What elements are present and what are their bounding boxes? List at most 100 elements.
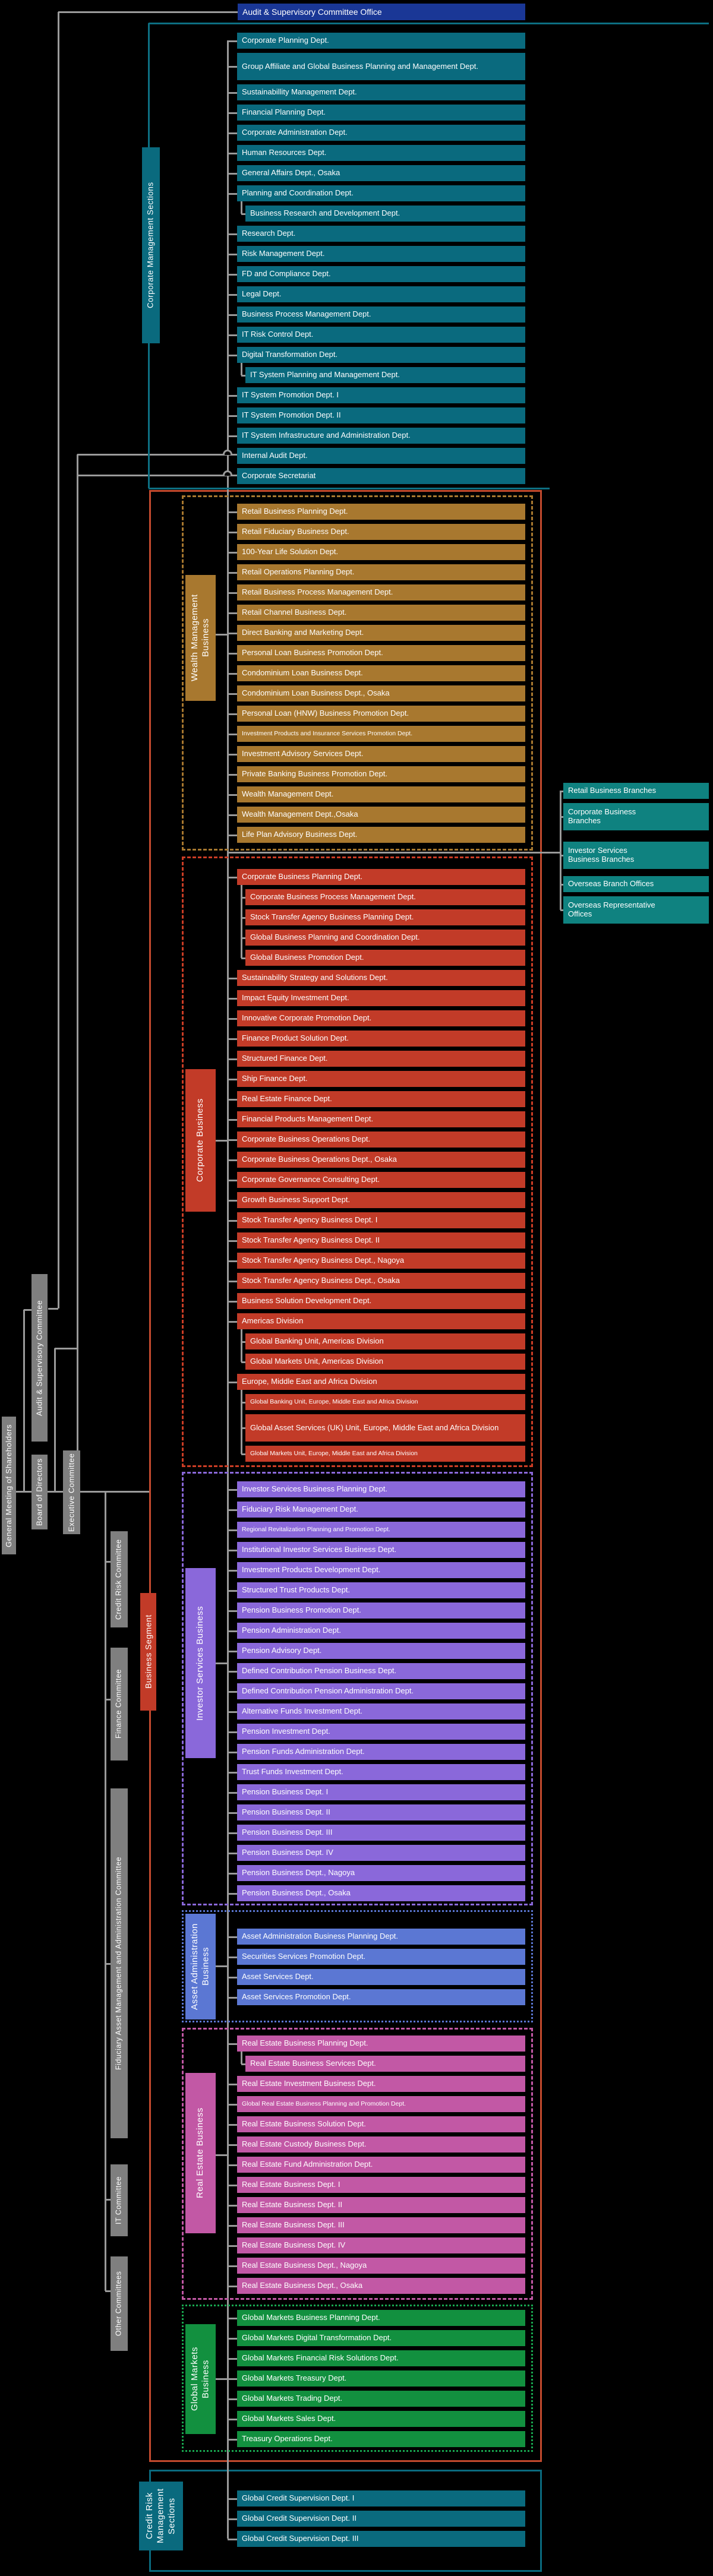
audit-supervisory-committee-office-box: Audit & Supervisory Committee Office xyxy=(238,4,525,20)
connector-line xyxy=(228,1651,237,1652)
connector-line xyxy=(228,1731,237,1733)
connector-line xyxy=(228,2043,237,2045)
dept-box: Business Research and Development Dept. xyxy=(245,206,525,222)
section-label-corporate-business: Corporate Business xyxy=(185,1069,216,1212)
governance-box-general-meeting-of-shareholders: General Meeting of Shareholders xyxy=(2,1417,16,1554)
connector-line xyxy=(228,2439,237,2441)
connector-line xyxy=(228,572,237,574)
dept-box: Pension Funds Administration Dept. xyxy=(237,1744,525,1760)
connector-line xyxy=(228,1509,237,1511)
dept-box: Corporate Business Process Management De… xyxy=(245,889,525,905)
dept-box: Pension Business Promotion Dept. xyxy=(237,1603,525,1619)
dept-box: Corporate Governance Consulting Dept. xyxy=(237,1172,525,1188)
dept-box: Fiduciary Risk Management Dept. xyxy=(237,1502,525,1518)
dept-box: Finance Product Solution Dept. xyxy=(237,1031,525,1047)
dept-box: Corporate Business Operations Dept. xyxy=(237,1131,525,1148)
dept-box: Pension Administration Dept. xyxy=(237,1623,525,1639)
connector-line xyxy=(228,1038,237,1040)
connector-line xyxy=(58,12,59,1308)
connector-line xyxy=(228,2084,237,2085)
connector-line xyxy=(105,1963,111,1965)
line-hop-arc xyxy=(223,470,232,476)
connector-line xyxy=(77,475,237,476)
connector-line xyxy=(228,2225,237,2227)
connector-line xyxy=(228,2378,237,2380)
committee-box: Other Committees xyxy=(111,2256,128,2351)
dept-box: Financial Planning Dept. xyxy=(237,105,525,121)
section-label-investor-services: Investor Services Business xyxy=(185,1568,216,1758)
dept-box: Personal Loan (HNW) Business Promotion D… xyxy=(237,706,525,722)
connector-line xyxy=(216,1662,228,1664)
connector-line xyxy=(228,2164,237,2166)
dept-box: Investment Products and Insurance Servic… xyxy=(237,726,525,742)
dept-box: Structured Trust Products Dept. xyxy=(237,1582,525,1598)
dept-box: Pension Business Dept., Osaka xyxy=(237,1885,525,1901)
connector-line xyxy=(228,734,237,735)
dept-box: Group Affiliate and Global Business Plan… xyxy=(237,53,525,80)
dept-box: Sustainabillity Management Dept. xyxy=(237,84,525,100)
dept-box: Stock Transfer Agency Business Planning … xyxy=(245,909,525,925)
connector-line xyxy=(228,1281,237,1282)
connector-line xyxy=(228,511,237,513)
section-frame-asset-administration xyxy=(182,1910,533,2022)
connector-line xyxy=(228,2265,237,2267)
dept-box: Real Estate Fund Administration Dept. xyxy=(237,2157,525,2173)
dept-box: Direct Banking and Marketing Dept. xyxy=(237,625,525,641)
connector-line xyxy=(241,1453,245,1455)
section-label-global-markets: Global Markets Business xyxy=(185,2324,216,2434)
dept-box: Corporate Secretariat xyxy=(237,468,525,484)
dept-box: Alternative Funds Investment Dept. xyxy=(237,1703,525,1720)
connector-line xyxy=(228,1382,237,1383)
connector-line xyxy=(228,1550,237,1551)
connector-line xyxy=(241,375,245,377)
connector-line xyxy=(228,1099,237,1101)
dept-box: Real Estate Finance Dept. xyxy=(237,1091,525,1107)
dept-box: Global Markets Digital Transformation De… xyxy=(237,2330,525,2346)
dept-box: Global Markets Sales Dept. xyxy=(237,2411,525,2427)
connector-line xyxy=(228,1957,237,1958)
branch-box: Corporate Business Branches xyxy=(563,803,709,830)
connector-line xyxy=(216,2154,228,2156)
connector-line xyxy=(77,454,237,456)
dept-box: Corporate Business Operations Dept., Osa… xyxy=(237,1152,525,1168)
governance-box-executive-committee: Executive Committee xyxy=(63,1450,80,1534)
dept-box: Corporate Administration Dept. xyxy=(237,125,525,141)
dept-box: Institutional Investor Services Business… xyxy=(237,1542,525,1558)
connector-line xyxy=(228,395,237,397)
connector-line xyxy=(24,1309,31,1311)
connector-line xyxy=(228,66,237,68)
connector-line xyxy=(241,363,242,375)
connector-line xyxy=(228,2398,237,2400)
connector-line xyxy=(48,1308,58,1310)
connector-line xyxy=(228,1570,237,1572)
connector-line xyxy=(228,132,237,134)
connector-line xyxy=(560,883,563,886)
connector-line xyxy=(228,92,237,94)
connector-line xyxy=(228,1936,237,1938)
committee-box: Credit Risk Committee xyxy=(111,1531,128,1627)
section-frame-wealth-management xyxy=(182,495,533,851)
connector-line xyxy=(228,1977,237,1978)
connector-line xyxy=(228,835,237,836)
section-label-real-estate: Real Estate Business xyxy=(185,2073,216,2233)
dept-box: IT System Planning and Management Dept. xyxy=(245,367,525,383)
connector-line xyxy=(560,790,563,792)
dept-box: Real Estate Business Solution Dept. xyxy=(237,2116,525,2132)
connector-line xyxy=(228,40,237,42)
dept-box: Pension Business Dept. IV xyxy=(237,1845,525,1861)
connector-line xyxy=(228,998,237,1000)
dept-box: Private Banking Business Promotion Dept. xyxy=(237,766,525,782)
dept-box: Regional Revitalization Planning and Pro… xyxy=(237,1522,525,1538)
connector-line xyxy=(228,1997,237,1999)
section-frame-corporate-business xyxy=(182,856,533,1467)
connector-line xyxy=(16,1491,149,1493)
dept-box: Pension Business Dept. II xyxy=(237,1804,525,1820)
connector-line xyxy=(228,1260,237,1262)
connector-line xyxy=(241,937,245,939)
dept-box: Internal Audit Dept. xyxy=(237,448,525,464)
committee-box: IT Committee xyxy=(111,2164,128,2236)
dept-box: Retail Channel Business Dept. xyxy=(237,605,525,621)
connector-line xyxy=(228,233,237,235)
connector-line xyxy=(228,1671,237,1673)
dept-box: Planning and Coordination Dept. xyxy=(237,185,525,201)
